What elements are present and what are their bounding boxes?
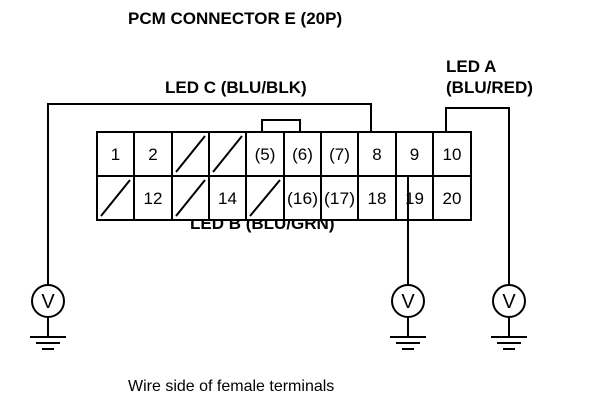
unused-terminal-slash bbox=[249, 179, 281, 217]
led-a-wire bbox=[445, 107, 510, 285]
terminal-number: 10 bbox=[443, 145, 462, 164]
terminal-number: 1 bbox=[111, 145, 120, 164]
terminal-number: 19 bbox=[405, 189, 424, 208]
terminal-number: 18 bbox=[368, 189, 387, 208]
voltmeter-1: V bbox=[30, 284, 66, 350]
terminal-cell bbox=[208, 175, 247, 221]
terminal-cell bbox=[283, 175, 322, 221]
terminal-number: 12 bbox=[144, 189, 163, 208]
terminal-cell bbox=[245, 131, 285, 177]
terminal-number: 20 bbox=[443, 189, 462, 208]
terminal-number: (5) bbox=[255, 145, 276, 164]
connector-latch bbox=[261, 119, 301, 133]
unused-terminal-slash bbox=[175, 179, 206, 217]
terminal-cell bbox=[432, 175, 472, 221]
unused-terminal-slash bbox=[100, 179, 131, 217]
terminal-cell bbox=[133, 175, 173, 221]
led-a-label-line1: LED A bbox=[446, 57, 496, 76]
terminal-cell bbox=[320, 175, 359, 221]
terminal-cell bbox=[395, 175, 434, 221]
diagram-title: PCM CONNECTOR E (20P) bbox=[128, 9, 342, 28]
voltmeter-symbol: V bbox=[41, 291, 55, 313]
terminal-cell bbox=[96, 131, 135, 177]
unused-terminal-slash bbox=[212, 135, 243, 173]
terminal-number: (16) bbox=[287, 189, 318, 208]
terminal-cell bbox=[432, 131, 472, 177]
terminal-number: (17) bbox=[324, 189, 355, 208]
caption: Wire side of female terminals bbox=[128, 378, 334, 395]
voltmeter-symbol: V bbox=[502, 291, 516, 313]
voltmeter-symbol: V bbox=[401, 291, 415, 313]
unused-terminal-slash bbox=[175, 135, 206, 173]
led-c-label: LED C (BLU/BLK) bbox=[165, 78, 307, 97]
terminal-cell bbox=[357, 175, 397, 221]
terminal-number: 14 bbox=[218, 189, 237, 208]
led-c-wire bbox=[47, 103, 372, 285]
terminal-cell bbox=[357, 131, 397, 177]
terminal-number: 9 bbox=[410, 145, 419, 164]
voltmeter-3: V bbox=[491, 284, 527, 350]
voltmeter-2: V bbox=[390, 284, 426, 350]
led-a-label-line2: (BLU/RED) bbox=[446, 78, 533, 97]
terminal-number: (6) bbox=[292, 145, 313, 164]
terminal-number: (7) bbox=[329, 145, 350, 164]
terminal-cell bbox=[320, 131, 359, 177]
terminal-number: 2 bbox=[148, 145, 157, 164]
terminal-number: 8 bbox=[372, 145, 381, 164]
